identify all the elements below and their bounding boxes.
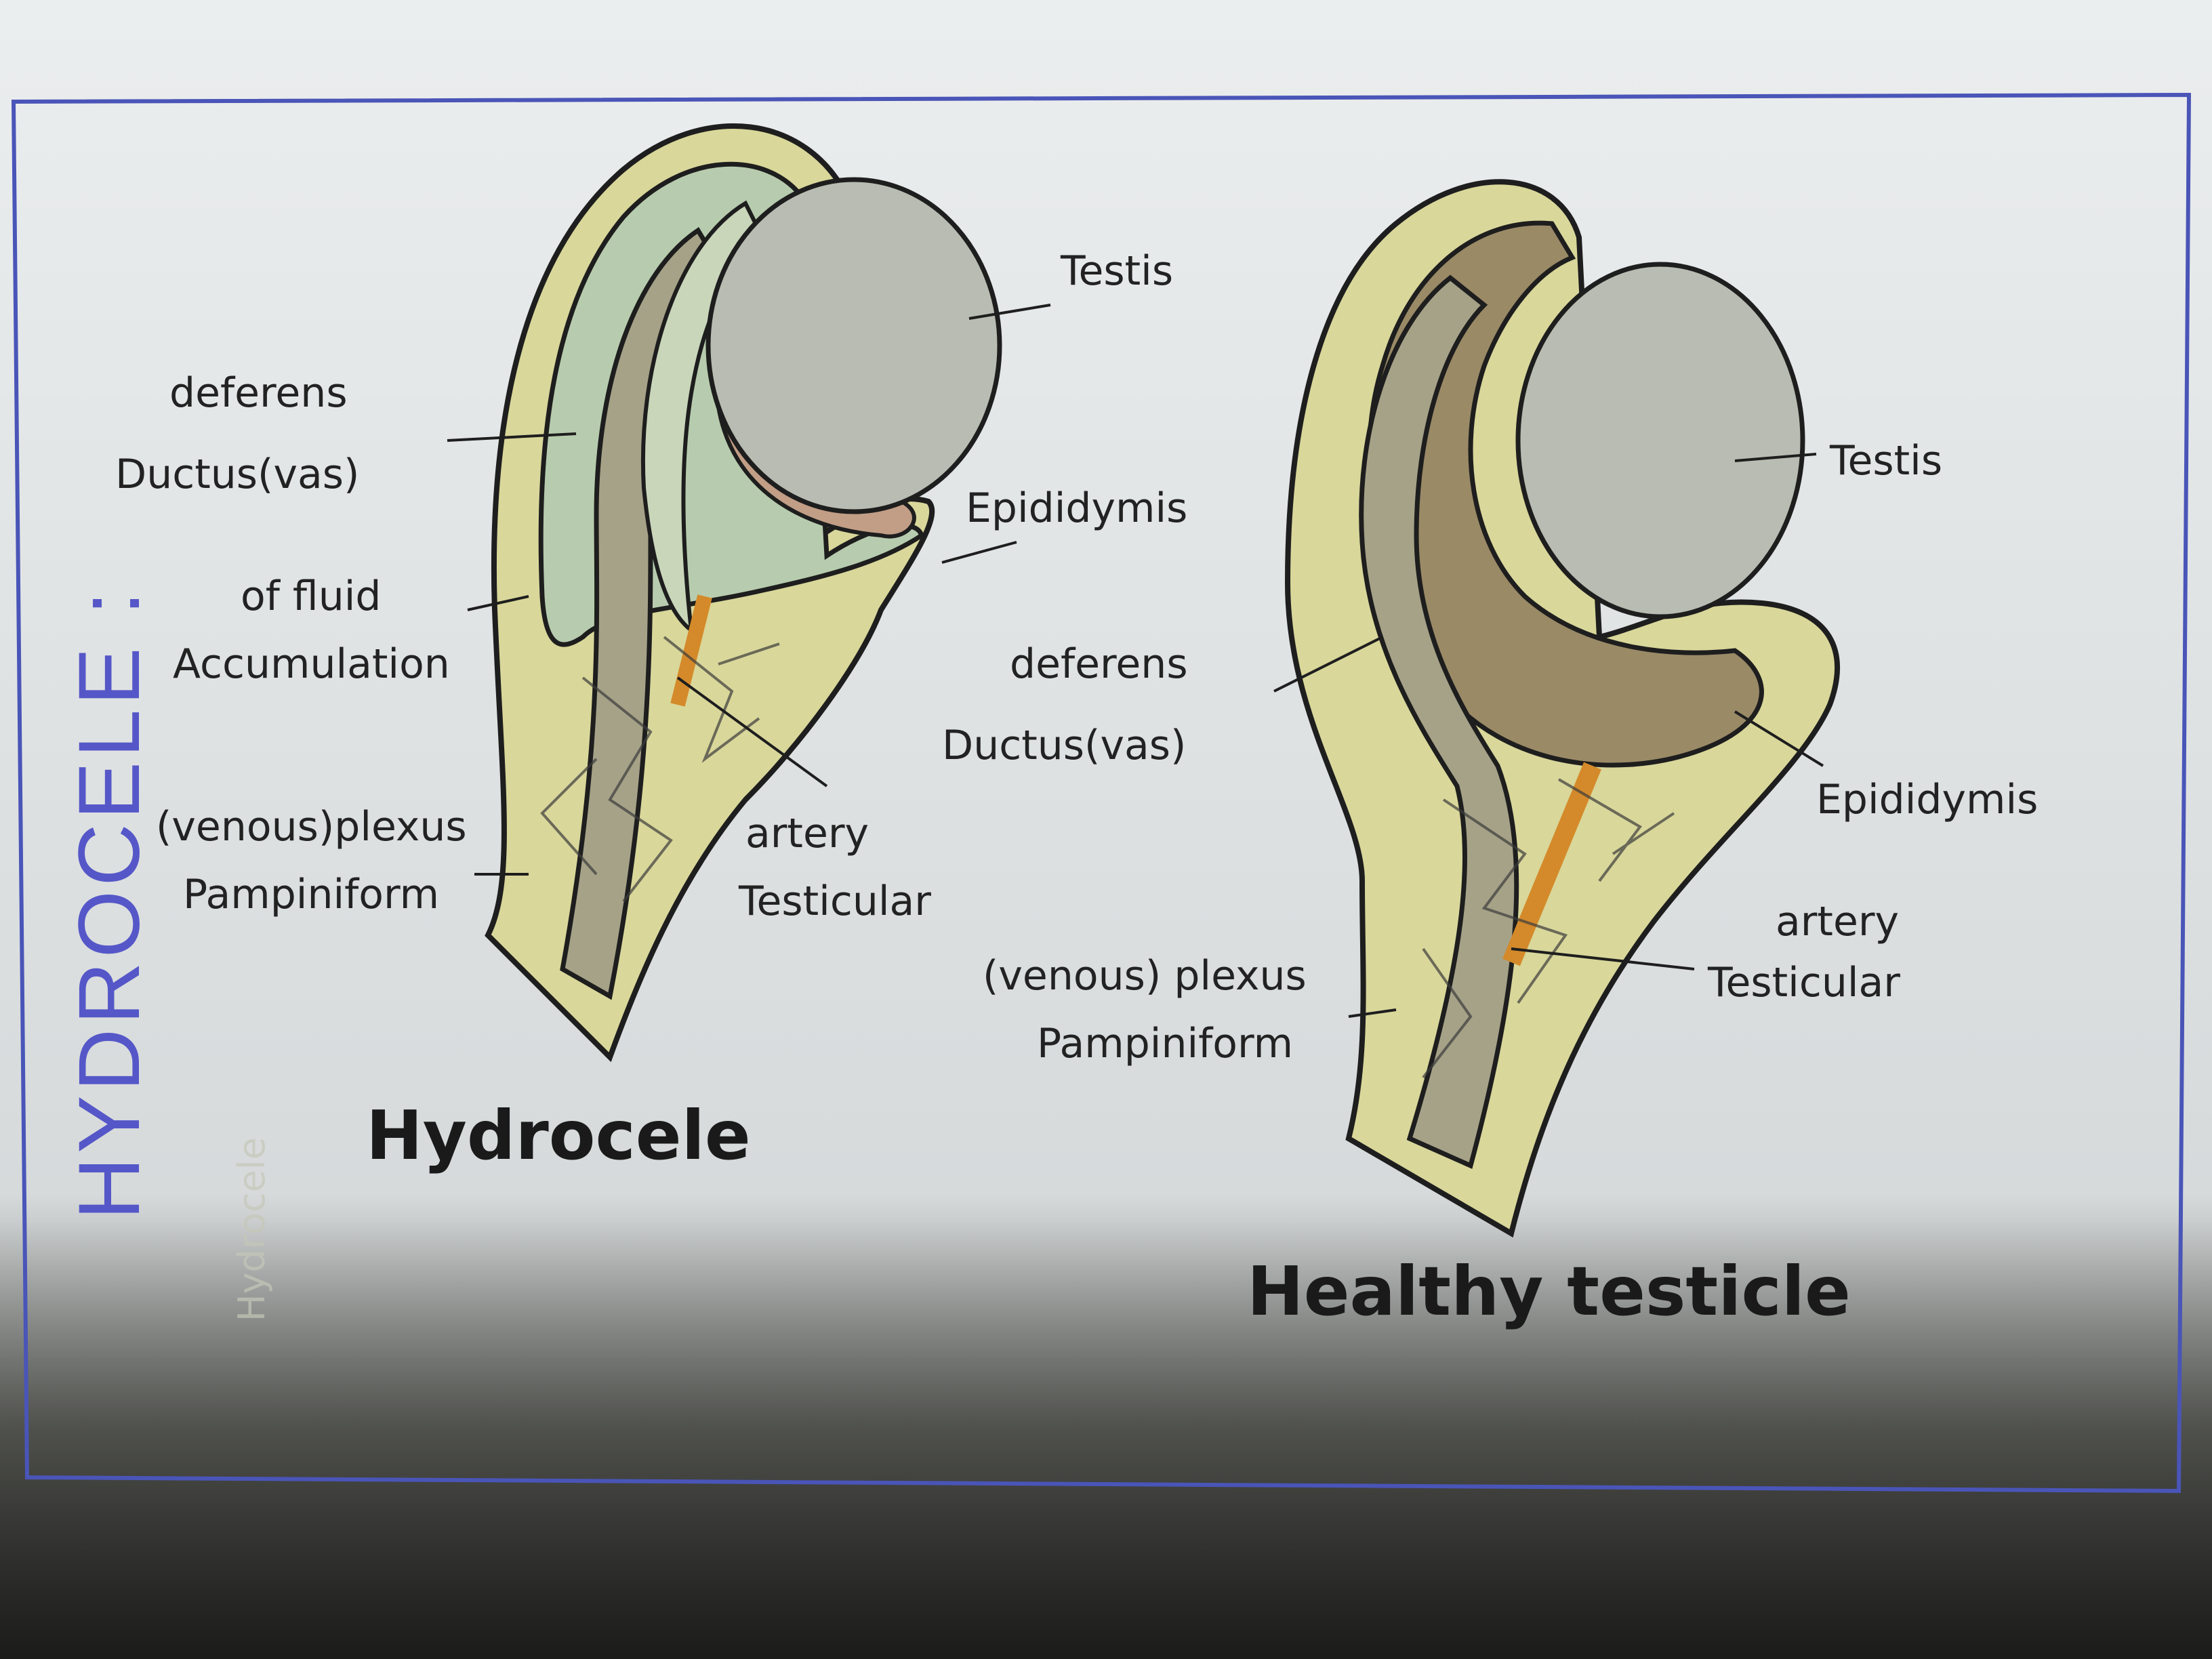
- healthy-artery-label-1: Testicular: [1707, 959, 1900, 1006]
- healthy-leaders: [1273, 453, 1824, 1018]
- hydrocele-pampiniform-label-2: (venous)plexus: [156, 803, 467, 851]
- healthy-diagram: Healthy testicle Testis Epididymis Ductu…: [942, 179, 2038, 1331]
- healthy-pampiniform-label-1: Pampiniform: [1037, 1020, 1293, 1067]
- hydrocele-title: Hydrocele: [366, 1096, 751, 1175]
- healthy-ductus-label-1: Ductus(vas): [942, 722, 1186, 769]
- healthy-vas-band: [1359, 274, 1519, 1169]
- bottom-shadow: [0, 1220, 2212, 1659]
- healthy-pampiniform-label-2: (venous) plexus: [983, 952, 1307, 1000]
- hydrocele-epididymis-label: Epididymis: [966, 485, 1187, 532]
- healthy-artery-label-2: artery: [1776, 898, 1899, 945]
- ghost-text: Hydrocele: [230, 1137, 273, 1322]
- hydrocele-plexus: [540, 636, 780, 903]
- hydrocele-artery-label-2: artery: [745, 810, 869, 857]
- healthy-title: Healthy testicle: [1247, 1252, 1851, 1331]
- hydrocele-ductus-label-2: deferens: [169, 369, 348, 417]
- healthy-epididymis: [1366, 220, 1764, 768]
- page-border: [11, 92, 2192, 1494]
- healthy-epididymis-label: Epididymis: [1816, 776, 2038, 823]
- hydrocele-testis-label: Testis: [1060, 247, 1173, 295]
- page-heading: HYDROCELE :: [61, 587, 158, 1220]
- hydrocele-testis: [705, 177, 1002, 514]
- hydrocele-pampiniform-label-1: Pampiniform: [183, 871, 439, 918]
- hydrocele-ductus-label-1: Ductus(vas): [115, 451, 359, 498]
- hydrocele-artery-label-1: Testicular: [738, 878, 931, 925]
- hydrocele-accum-label-2: of fluid: [241, 573, 381, 620]
- hydrocele-diagram: Hydrocele Testis Ductus(vas) deferens Ep…: [115, 123, 1187, 1175]
- healthy-testis: [1515, 262, 1805, 619]
- healthy-artery: [1502, 762, 1601, 966]
- healthy-ductus-label-2: deferens: [1010, 640, 1188, 688]
- hydrocele-accum-label-1: Accumulation: [173, 640, 450, 688]
- hydrocele-artery: [670, 594, 712, 707]
- healthy-plexus: [1422, 778, 1675, 1079]
- hydrocele-leaders: [447, 304, 1051, 876]
- healthy-testis-label: Testis: [1829, 437, 1942, 485]
